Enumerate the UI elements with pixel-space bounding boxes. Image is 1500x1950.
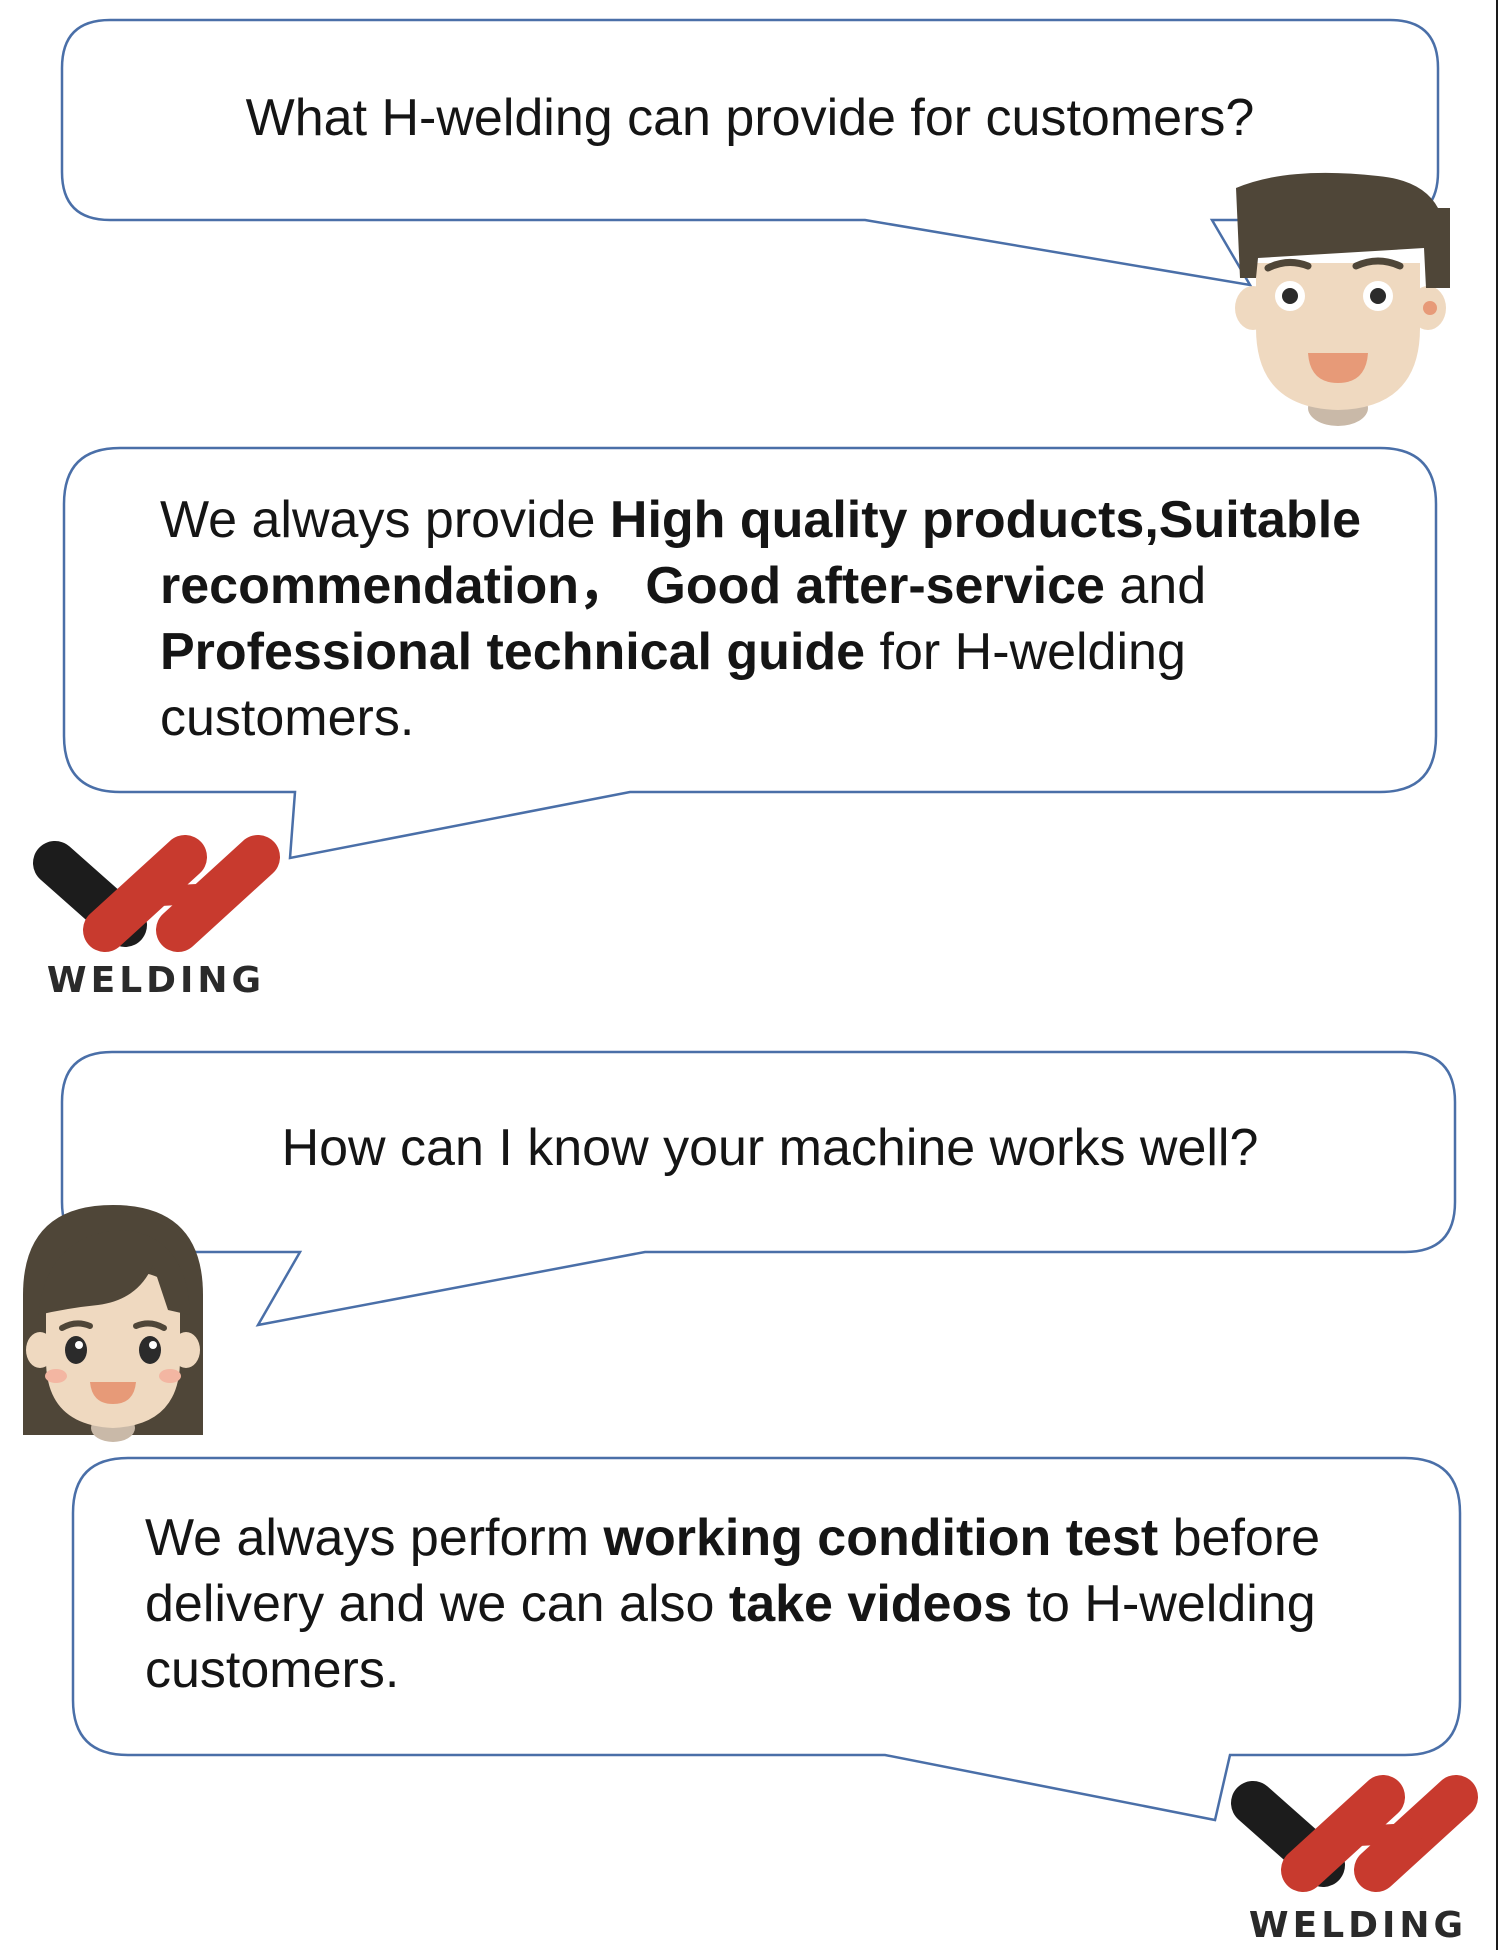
question-1-text: What H-welding can provide for customers… [245, 89, 1255, 147]
answer-1-part-1: We always provide [160, 491, 610, 549]
answer-1-bold-2: Professional technical guide [160, 623, 866, 681]
h-welding-logo-icon [1231, 1775, 1478, 1892]
question-2-text: How can I know your machine works well? [281, 1119, 1259, 1177]
answer-2-part-1: We always perform [145, 1509, 604, 1567]
logo-1-label: WELDING [46, 960, 266, 1001]
answer-1-part-2: and [1104, 557, 1207, 615]
answer-2-part-3: to H-welding customers. [145, 1575, 1316, 1699]
female-avatar-icon [23, 1205, 203, 1442]
page-right-border [1496, 0, 1498, 1950]
h-welding-logo-icon [33, 835, 280, 952]
speech-bubble-q2 [60, 1050, 1457, 1327]
logo-2-label: WELDING [1248, 1905, 1468, 1946]
answer-2-bold-1: working condition test [603, 1509, 1159, 1567]
answer-2-text: We always perform working condition test… [145, 1505, 1415, 1703]
male-avatar-icon [1235, 172, 1450, 426]
answer-2-part-2: before delivery and we can also [145, 1509, 1321, 1633]
answer-1-text: We always provide High quality products,… [160, 487, 1380, 751]
answer-1-part-3: for H-welding customers. [160, 623, 1186, 747]
answer-1-bold-1: High quality products,Suitable recommend… [160, 491, 1362, 615]
answer-2-bold-2: take videos [728, 1575, 1013, 1633]
